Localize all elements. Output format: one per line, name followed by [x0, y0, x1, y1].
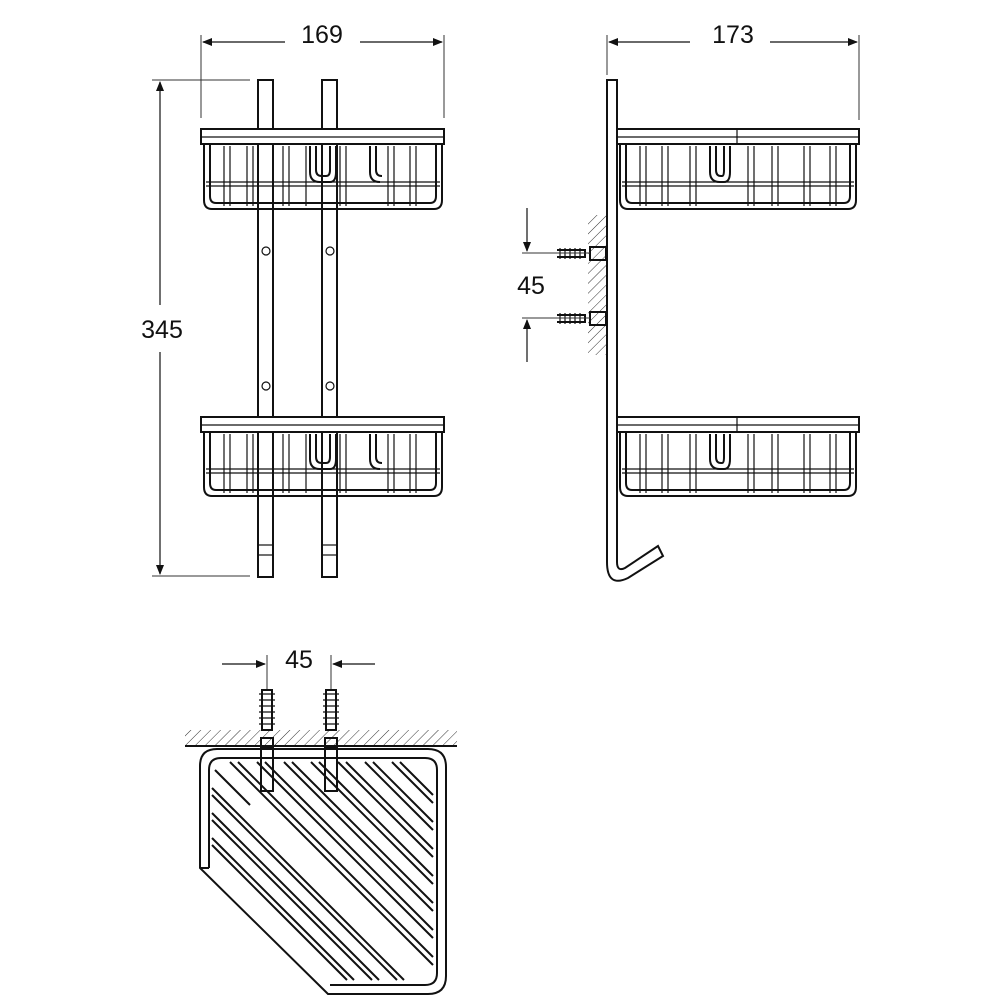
basket-diagonal-wires	[211, 761, 434, 981]
side-post	[606, 79, 665, 582]
rail-screws	[260, 132, 335, 431]
side-wall-section	[588, 215, 606, 355]
front-upper-basket	[200, 128, 445, 210]
side-screw-spacing-dimension: 45	[517, 208, 590, 362]
front-view: 169 345	[141, 21, 445, 578]
height-label: 345	[141, 316, 183, 344]
side-upper-basket	[616, 128, 860, 210]
wall-rail-right	[321, 79, 338, 578]
front-width-dimension: 169	[200, 21, 445, 118]
top-screw-spacing-dimension: 45	[222, 646, 375, 690]
top-view: 45	[185, 646, 457, 995]
side-depth-dimension: 173	[606, 21, 860, 120]
wall-rail-left	[257, 79, 274, 578]
side-screw-spacing-label: 45	[517, 272, 545, 300]
height-dimension: 345	[141, 79, 250, 577]
front-lower-basket	[200, 416, 445, 497]
side-lower-basket	[616, 416, 860, 497]
side-depth-label: 173	[712, 21, 754, 49]
top-corner-basket	[199, 748, 447, 995]
side-view: 173 45	[517, 21, 860, 582]
front-width-label: 169	[301, 21, 343, 49]
top-wall-section	[185, 730, 457, 746]
top-screw-spacing-label: 45	[285, 646, 313, 674]
